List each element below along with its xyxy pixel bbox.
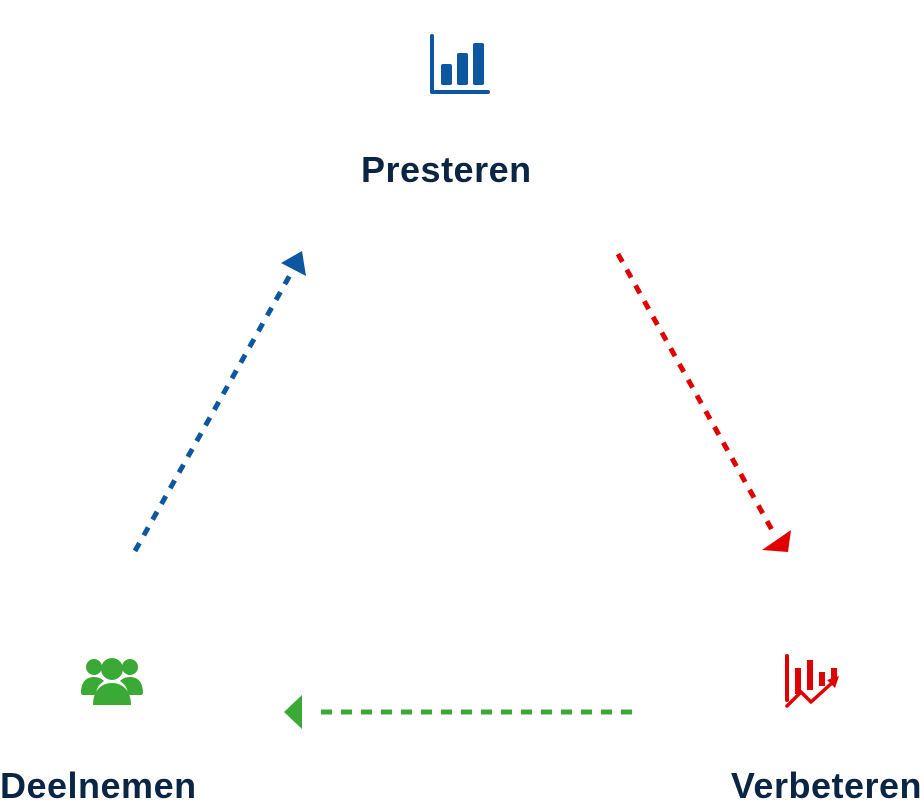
node-label-deelnemen: Deelnemen (0, 765, 197, 806)
arrow-presteren-to-verbeteren (615, 252, 791, 552)
arrow-verbeteren-to-deelnemen (284, 695, 632, 729)
node-label-presteren: Presteren (361, 149, 532, 190)
arrow-deelnemen-to-presteren (132, 251, 306, 553)
node-label-verbeteren: Verbeteren (730, 765, 922, 806)
chart-trend-up-icon (785, 654, 839, 708)
bar-chart-icon (430, 34, 490, 94)
users-group-icon (81, 658, 143, 705)
